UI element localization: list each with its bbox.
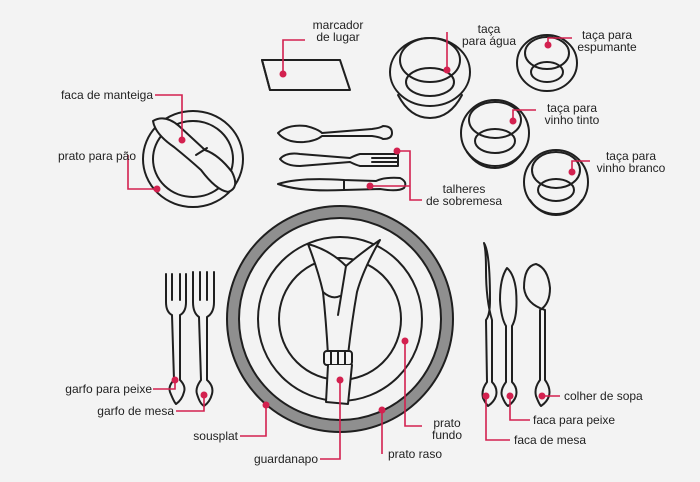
label-line: taça para: [546, 101, 598, 115]
label-line: taça: [477, 22, 501, 36]
place-card: [261, 59, 351, 91]
water-glass: [389, 37, 471, 119]
leader-lines: [127, 32, 590, 460]
label-guardanapo: guardanapo: [253, 452, 318, 466]
dessert-spoon: [277, 124, 393, 144]
label-line: de lugar: [316, 30, 360, 44]
soup-spoon: [523, 263, 551, 407]
label-garfo-para-peixe: garfo para peixe: [65, 382, 152, 396]
guardanapo-napkin: [307, 239, 381, 405]
label-faca-de-manteiga: faca de manteiga: [60, 88, 153, 102]
dessert-knife: [277, 176, 407, 192]
butter-knife: [152, 117, 237, 193]
label-prato-raso: prato raso: [388, 447, 443, 461]
table-fork: [192, 271, 215, 407]
label-sousplat: sousplat: [193, 429, 238, 443]
label-line: taça para: [605, 149, 657, 163]
red-wine-glass: [460, 99, 530, 169]
label-taca-para-vinho-tinto: taça para vinho tinto: [535, 102, 609, 126]
label-line: para água: [461, 34, 517, 48]
label-talheres-de-sobremesa: talheres de sobremesa: [420, 183, 508, 207]
label-line: prato: [433, 416, 461, 430]
label-line: marcador: [312, 18, 364, 32]
label-faca-para-peixe: faca para peixe: [533, 413, 616, 427]
label-line: taça para: [581, 28, 633, 42]
label-line: talheres: [442, 182, 486, 196]
label-prato-fundo: prato fundo: [424, 417, 470, 441]
fish-knife: [499, 267, 518, 407]
label-faca-de-mesa: faca de mesa: [514, 433, 587, 447]
label-line: espumante: [577, 40, 637, 54]
label-taca-para-agua: taça para água: [454, 23, 524, 47]
sparkling-glass: [516, 34, 578, 92]
label-colher-de-sopa: colher de sopa: [564, 389, 643, 403]
label-marcador-de-lugar: marcador de lugar: [305, 19, 371, 43]
white-wine-glass: [523, 149, 589, 216]
label-taca-para-vinho-branco: taça para vinho branco: [588, 150, 674, 174]
label-garfo-de-mesa: garfo de mesa: [97, 404, 174, 418]
dessert-fork: [279, 152, 399, 167]
label-prato-para-pao: prato para pão: [57, 149, 136, 163]
label-line: fundo: [431, 428, 463, 442]
label-line: vinho tinto: [544, 113, 600, 127]
label-taca-para-espumante: taça para espumante: [570, 29, 644, 53]
label-line: vinho branco: [596, 161, 666, 175]
table-knife: [481, 242, 498, 407]
fish-fork: [165, 273, 187, 405]
leader-dots: [153, 41, 576, 414]
label-line: de sobremesa: [425, 194, 503, 208]
